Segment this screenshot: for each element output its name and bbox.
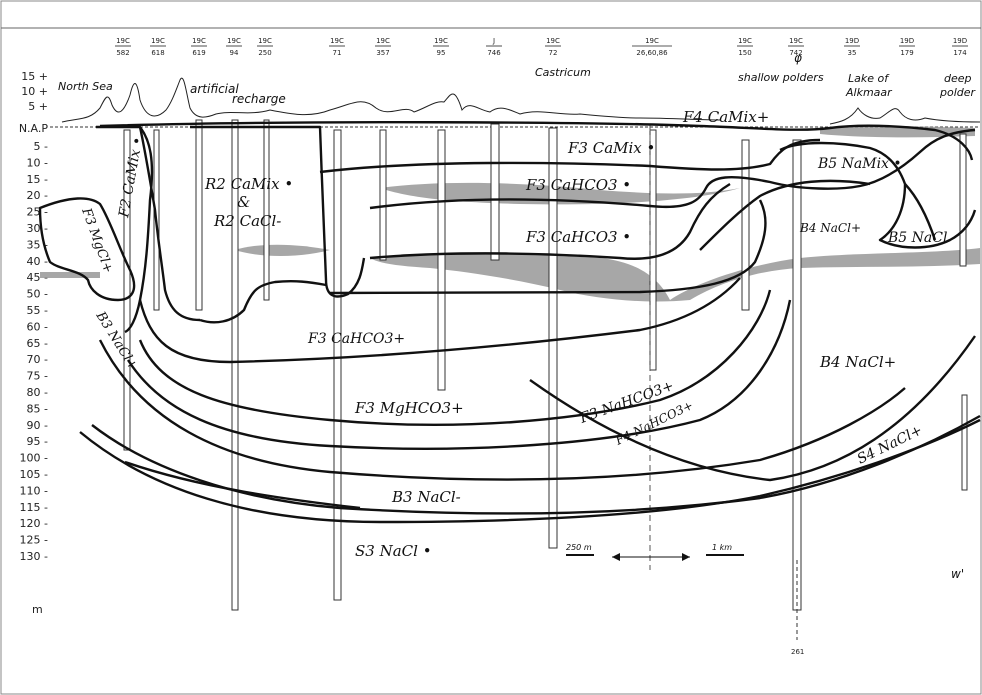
zone-b4-nacl-upper: B4 NaCl+ bbox=[799, 221, 861, 235]
well-id-bottom: 72 bbox=[549, 49, 558, 57]
polder-label: polder bbox=[939, 86, 977, 99]
well-id-bottom: 94 bbox=[230, 49, 239, 57]
recharge-label: recharge bbox=[232, 92, 286, 106]
well-id-bottom: 35 bbox=[848, 49, 857, 57]
depth-tick-label: 85 - bbox=[27, 402, 48, 415]
well-id-top: 19C bbox=[738, 37, 752, 45]
castricum-label: Castricum bbox=[535, 66, 591, 79]
zone-amp: & bbox=[237, 193, 250, 211]
well-id-top: 19C bbox=[645, 37, 659, 45]
well-id-top: 19C bbox=[227, 37, 241, 45]
north-sea-label: North Sea bbox=[58, 80, 113, 93]
zone-b5-nacl: B5 NaCl bbox=[887, 230, 947, 246]
zone-r2-camix: R2 CaMix • bbox=[204, 175, 293, 193]
depth-tick-label: 20 - bbox=[27, 189, 48, 202]
phi-symbol: φ bbox=[794, 51, 802, 65]
depth-tick-label: 10 + bbox=[21, 85, 48, 98]
bottom-depth-mark: 261 bbox=[791, 648, 804, 656]
depth-tick-label: 15 - bbox=[27, 173, 48, 186]
deep-label: deep bbox=[944, 72, 972, 85]
well-id-top: 19C bbox=[151, 37, 165, 45]
zone-f3-cahco3-b: F3 CaHCO3 • bbox=[525, 228, 631, 246]
shallow-polders-label: shallow polders bbox=[738, 71, 824, 84]
depth-tick-label: 5 + bbox=[28, 100, 48, 113]
well-id-top: 19C bbox=[116, 37, 130, 45]
scale-right-label: 1 km bbox=[712, 543, 732, 552]
depth-tick-label: 115 - bbox=[20, 501, 48, 514]
well-id-top: 19C bbox=[376, 37, 390, 45]
well-id-top: 19D bbox=[845, 37, 859, 45]
depth-tick-label: 30 - bbox=[27, 222, 48, 235]
well-id-bottom: 357 bbox=[376, 49, 389, 57]
depth-tick-label: 55 - bbox=[27, 304, 48, 317]
lake-label: Lake of bbox=[848, 72, 890, 85]
axis-unit: m bbox=[32, 603, 43, 616]
well-id-bottom: 746 bbox=[487, 49, 501, 57]
depth-tick-label: 130 - bbox=[20, 550, 48, 563]
well-id-bottom: 618 bbox=[151, 49, 164, 57]
depth-tick-label: 70 - bbox=[27, 353, 48, 366]
well-id-top: 19D bbox=[953, 37, 967, 45]
well-id-bottom: 150 bbox=[738, 49, 751, 57]
nap-label: N.A.P bbox=[19, 122, 49, 135]
zone-b4-nacl-lower: B4 NaCl+ bbox=[819, 353, 896, 371]
depth-tick-label: 110 - bbox=[20, 484, 48, 497]
depth-tick-label: 95 - bbox=[27, 435, 48, 448]
depth-tick-label: 90 - bbox=[27, 419, 48, 432]
depth-tick-label: 120 - bbox=[20, 517, 48, 530]
zone-b5-namix: B5 NaMix • bbox=[817, 156, 902, 172]
well-id-bottom: 179 bbox=[900, 49, 913, 57]
zone-f3-mghco3: F3 MgHCO3+ bbox=[354, 399, 464, 417]
depth-tick-label: 100 - bbox=[20, 452, 48, 465]
zone-s3-nacl: S3 NaCl • bbox=[355, 542, 432, 560]
well-id-bottom: 95 bbox=[437, 49, 446, 57]
zone-r2-cacl: R2 CaCl- bbox=[213, 212, 281, 230]
well-id-top: 19C bbox=[789, 37, 803, 45]
well-id-top: 19D bbox=[900, 37, 914, 45]
depth-tick-label: 75 - bbox=[27, 370, 48, 383]
depth-tick-label: 40 - bbox=[27, 255, 48, 268]
well-id-top: 19C bbox=[258, 37, 272, 45]
well-id-bottom: 174 bbox=[953, 49, 967, 57]
depth-tick-label: 125 - bbox=[20, 534, 48, 547]
depth-tick-label: 10 - bbox=[27, 156, 48, 169]
zone-f4-camix: F4 CaMix+ bbox=[682, 108, 769, 126]
well-id-bottom: 619 bbox=[192, 49, 205, 57]
depth-tick-label: 50 - bbox=[27, 288, 48, 301]
well-id-bottom: 250 bbox=[258, 49, 271, 57]
depth-tick-label: 60 - bbox=[27, 320, 48, 333]
well-id-bottom: 26,60,86 bbox=[636, 49, 668, 57]
zone-f3-camix: F3 CaMix • bbox=[567, 139, 655, 157]
depth-tick-label: 15 + bbox=[21, 70, 48, 83]
zone-f3-cahco3-plus: F3 CaHCO3+ bbox=[307, 331, 405, 347]
well-id-top: 19C bbox=[192, 37, 206, 45]
scale-left-label: 250 m bbox=[566, 543, 592, 552]
well-id-top: 19C bbox=[546, 37, 560, 45]
well-id-top: 19C bbox=[434, 37, 448, 45]
zone-b3-nacl-minus: B3 NaCl- bbox=[391, 488, 461, 506]
w-prime-mark: w' bbox=[951, 567, 964, 581]
depth-tick-label: 25 - bbox=[27, 206, 48, 219]
depth-tick-label: 105 - bbox=[20, 468, 48, 481]
well-id-top: J bbox=[492, 37, 495, 45]
well-id-bottom: 582 bbox=[116, 49, 129, 57]
well-id-bottom: 71 bbox=[333, 49, 342, 57]
zone-f3-cahco3-a: F3 CaHCO3 • bbox=[525, 176, 631, 194]
depth-tick-label: 65 - bbox=[27, 337, 48, 350]
alkmaar-label: Alkmaar bbox=[845, 86, 893, 99]
depth-tick-label: 5 - bbox=[34, 140, 48, 153]
depth-tick-label: 80 - bbox=[27, 386, 48, 399]
well-id-top: 19C bbox=[330, 37, 344, 45]
